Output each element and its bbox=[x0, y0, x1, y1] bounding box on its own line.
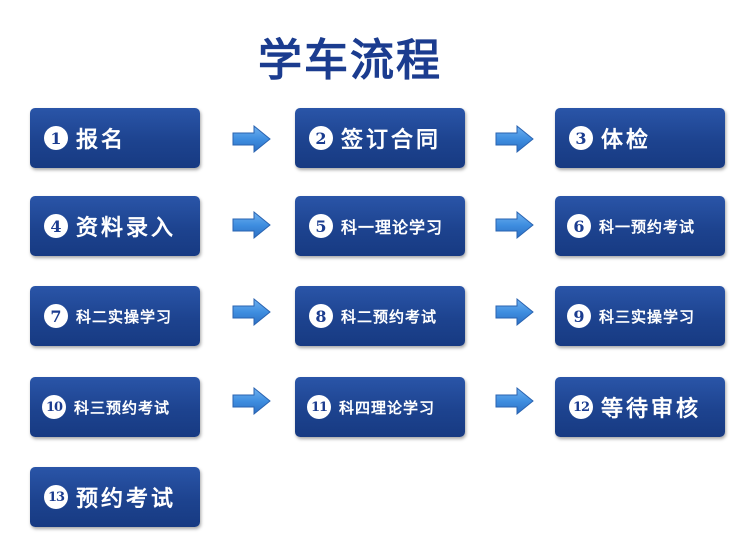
step-number-7: 7 bbox=[44, 304, 68, 328]
step-label-12: 等待审核 bbox=[601, 397, 702, 422]
right-arrow-icon bbox=[232, 124, 271, 154]
right-arrow-icon bbox=[495, 297, 534, 327]
step-label-4: 资料录入 bbox=[76, 216, 177, 241]
step-label-5: 科一理论学习 bbox=[341, 218, 444, 237]
step-box-3: 3 体检 bbox=[555, 108, 725, 168]
step-label-7: 科二实操学习 bbox=[76, 307, 173, 326]
step-number-9: 9 bbox=[567, 304, 591, 328]
step-number-1: 1 bbox=[44, 126, 68, 150]
step-number-4: 4 bbox=[44, 214, 68, 238]
right-arrow-icon bbox=[495, 124, 534, 154]
step-number-13: 13 bbox=[44, 485, 68, 509]
step-number-3: 3 bbox=[569, 126, 593, 150]
step-label-6: 科一预约考试 bbox=[599, 217, 696, 236]
step-label-8: 科二预约考试 bbox=[341, 307, 438, 326]
step-box-11: 11 科四理论学习 bbox=[295, 377, 465, 437]
step-box-8: 8 科二预约考试 bbox=[295, 286, 465, 346]
step-box-13: 13 预约考试 bbox=[30, 467, 200, 527]
step-label-1: 报名 bbox=[76, 128, 127, 153]
right-arrow-icon bbox=[232, 210, 271, 240]
right-arrow-icon bbox=[495, 210, 534, 240]
step-box-7: 7 科二实操学习 bbox=[30, 286, 200, 346]
step-box-10: 10 科三预约考试 bbox=[30, 377, 200, 437]
right-arrow-icon bbox=[495, 386, 534, 416]
step-number-8: 8 bbox=[309, 304, 333, 328]
step-box-6: 6 科一预约考试 bbox=[555, 196, 725, 256]
step-label-13: 预约考试 bbox=[76, 487, 177, 512]
step-number-11: 11 bbox=[307, 395, 331, 419]
step-number-5: 5 bbox=[309, 214, 333, 238]
right-arrow-icon bbox=[232, 297, 271, 327]
step-number-12: 12 bbox=[569, 395, 593, 419]
step-box-9: 9 科三实操学习 bbox=[555, 286, 725, 346]
right-arrow-icon bbox=[232, 386, 271, 416]
step-label-9: 科三实操学习 bbox=[599, 307, 696, 326]
step-box-1: 1 报名 bbox=[30, 108, 200, 168]
page-title: 学车流程 bbox=[258, 35, 442, 86]
step-label-2: 签订合同 bbox=[341, 128, 442, 153]
step-box-12: 12 等待审核 bbox=[555, 377, 725, 437]
step-box-5: 5 科一理论学习 bbox=[295, 196, 465, 256]
step-number-2: 2 bbox=[309, 126, 333, 150]
step-box-2: 2 签订合同 bbox=[295, 108, 465, 168]
step-label-10: 科三预约考试 bbox=[74, 398, 171, 417]
step-number-10: 10 bbox=[42, 395, 66, 419]
step-label-3: 体检 bbox=[601, 128, 652, 153]
step-number-6: 6 bbox=[567, 214, 591, 238]
step-label-11: 科四理论学习 bbox=[339, 398, 436, 417]
step-box-4: 4 资料录入 bbox=[30, 196, 200, 256]
